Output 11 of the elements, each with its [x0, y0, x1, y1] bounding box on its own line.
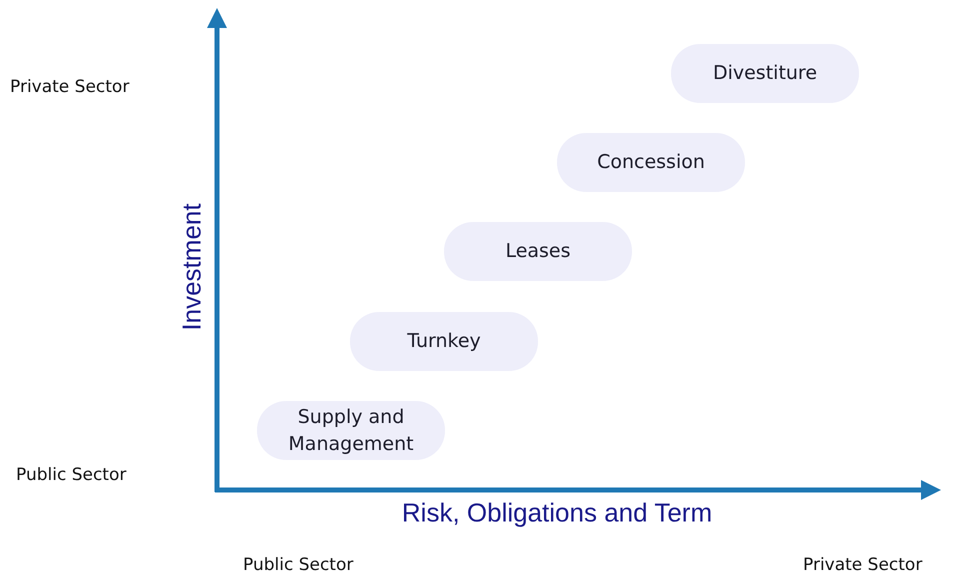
category-label: Supply and Management	[287, 404, 415, 456]
category-label: Leases	[505, 239, 571, 264]
axis-end-label: Private Sector	[803, 555, 922, 575]
category-label: Turnkey	[407, 329, 481, 354]
axis-title: Risk, Obligations and Term	[402, 498, 712, 528]
axis-title: Investment	[176, 203, 208, 331]
category-label: Concession	[597, 150, 705, 176]
axis-end-label: Public Sector	[243, 555, 354, 575]
category-label: Divestiture	[712, 61, 818, 86]
axis-end-label: Public Sector	[16, 465, 126, 485]
axis-end-label: Private Sector	[10, 77, 130, 97]
